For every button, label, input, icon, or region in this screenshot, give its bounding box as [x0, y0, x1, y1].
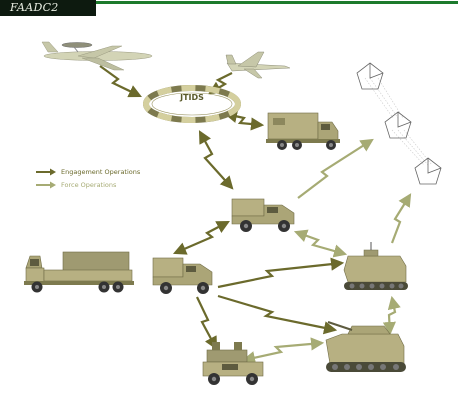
link-left-tank	[217, 294, 338, 335]
title-rule	[96, 1, 458, 4]
link-center-left	[172, 220, 230, 255]
link-left-avenger	[196, 296, 218, 350]
apc-vehicle	[343, 242, 408, 290]
link-center-apc	[293, 229, 348, 258]
tank-vehicle	[325, 321, 406, 372]
jtids-label: JTIDS	[180, 93, 204, 102]
legend-engagement-arrow-icon	[36, 168, 56, 175]
link-apc-tank	[382, 295, 401, 336]
link-avenger-tank	[241, 337, 325, 365]
link-awacs-jtids	[99, 65, 142, 98]
page-title: FAADC2	[10, 1, 59, 14]
link-jtids-center	[198, 130, 234, 190]
center-humvee	[231, 198, 295, 232]
pentagon-targets	[356, 62, 442, 185]
avenger-vehicle	[202, 342, 264, 385]
legend-force-label: Force Operations	[61, 180, 117, 189]
legend-engagement: Engagement Operations	[35, 165, 140, 178]
left-humvee	[152, 257, 213, 294]
legend: Engagement Operations Force Operations	[35, 165, 140, 191]
awacs-aircraft	[41, 41, 153, 71]
link-jtids-van	[223, 109, 265, 131]
links	[99, 65, 412, 365]
title-bar: FAADC2	[0, 0, 458, 16]
van-truck	[266, 112, 340, 150]
pentagon-target-2	[384, 111, 412, 139]
jtids-ring	[143, 85, 241, 123]
link-center-targets	[297, 138, 374, 199]
radar-truck	[24, 251, 134, 293]
pentagon-target-1	[356, 62, 384, 90]
pentagon-target-3	[414, 157, 442, 185]
title-tab: FAADC2	[0, 0, 96, 16]
fighter-jet	[225, 51, 291, 79]
legend-force: Force Operations	[35, 178, 140, 191]
link-left-apc	[217, 257, 345, 289]
link-apc-targets	[390, 193, 412, 244]
legend-engagement-label: Engagement Operations	[61, 167, 141, 176]
legend-force-arrow-icon	[36, 181, 56, 188]
